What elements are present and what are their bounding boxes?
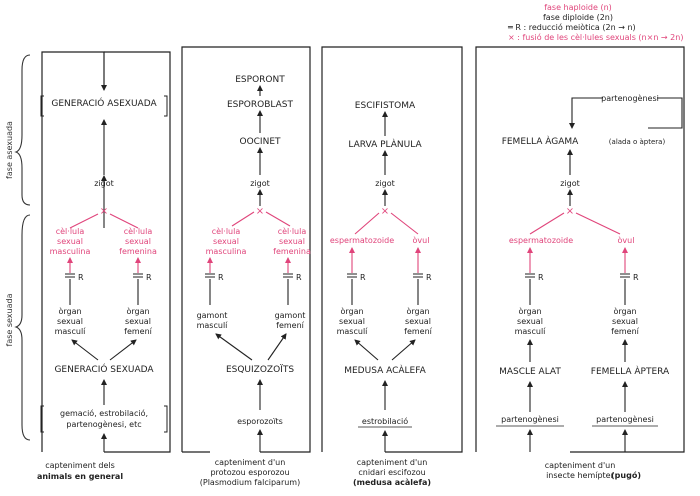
ovum: òvul [413,235,430,245]
sperm: espermatozoide [509,236,573,245]
zygote: zigot [250,179,270,188]
sexual-brace [14,214,31,441]
asexual-modes: gemació, estrobilació,partenogènesi, etc [60,408,148,429]
wingless-female: FEMELLA ÀPTERA [591,365,670,377]
sporozoites: esporozoïts [237,417,283,426]
reduction-r: R [538,273,544,282]
reduction-r: R [146,273,152,282]
legend-reduction: ═ R : reducció meiòtica (2n → n) [507,22,636,32]
phase-axis: fase asexuada fase sexuada [5,54,31,441]
column-aphid: partenogènesi FEMELLA ÀGAMA (alada o àpt… [475,46,685,480]
legend-haploid: fase haploide (n) [544,3,612,12]
sexual-phase-label: fase sexuada [5,293,14,346]
zygote: zigot [375,179,395,188]
reduction-r: R [296,273,302,282]
scyphistoma: ESCIFISTOMA [355,101,416,111]
winged-male: MASCLE ALAT [499,367,561,377]
reduction-r: R [633,273,639,282]
female-parthenogenesis: partenogènesi [596,414,654,424]
parthenogenesis-loop: partenogènesi [601,93,659,103]
male-parthenogenesis: partenogènesi [501,414,559,424]
legend-diploid: fase diploide (2n) [543,13,613,22]
reduction-r: R [360,273,366,282]
asexual-brace [14,54,31,206]
medusa: MEDUSA ACÀLEFA [344,364,426,376]
reduction-r: R [78,273,84,282]
fusion-cross: × [566,206,574,217]
sperm: espermatozoide [330,236,394,245]
ovum: òvul [618,235,635,245]
agamic-female-note: (alada o àptera) [609,138,666,146]
reduction-r: R [218,273,224,282]
fusion-cross: × [381,206,389,217]
column-jellyfish: ESCIFISTOMA LARVA PLÀNULA zigot × esperm… [321,46,463,487]
fusion-cross: × [100,206,108,217]
sporont: ESPORONT [235,75,285,85]
planula-larva: LARVA PLÀNULA [348,138,422,150]
reduction-r: R [426,273,432,282]
agamic-female: FEMELLA ÀGAMA [502,135,579,147]
schizozoites: ESQUIZOZOÏTS [226,364,294,375]
asexual-phase-label: fase asexuada [5,121,14,179]
legend: fase haploide (n) fase diploide (2n) ═ R… [507,3,683,42]
fusion-cross: × [256,206,264,217]
strobilation: estrobilació [362,416,408,426]
zygote: zigot [560,179,580,188]
column-plasmodium: ESPORONT ESPOROBLAST OOCINET zigot × cèl… [181,46,311,487]
sexual-generation: GENERACIÓ SEXUADA [54,363,154,375]
asexual-generation: GENERACIÓ ASEXUADA [51,97,157,109]
ookinete: OOCINET [239,137,281,147]
sporoblast: ESPOROBLAST [227,100,294,110]
legend-fusion: × : fusió de les cèl·lules sexuals (n×n … [508,32,683,42]
